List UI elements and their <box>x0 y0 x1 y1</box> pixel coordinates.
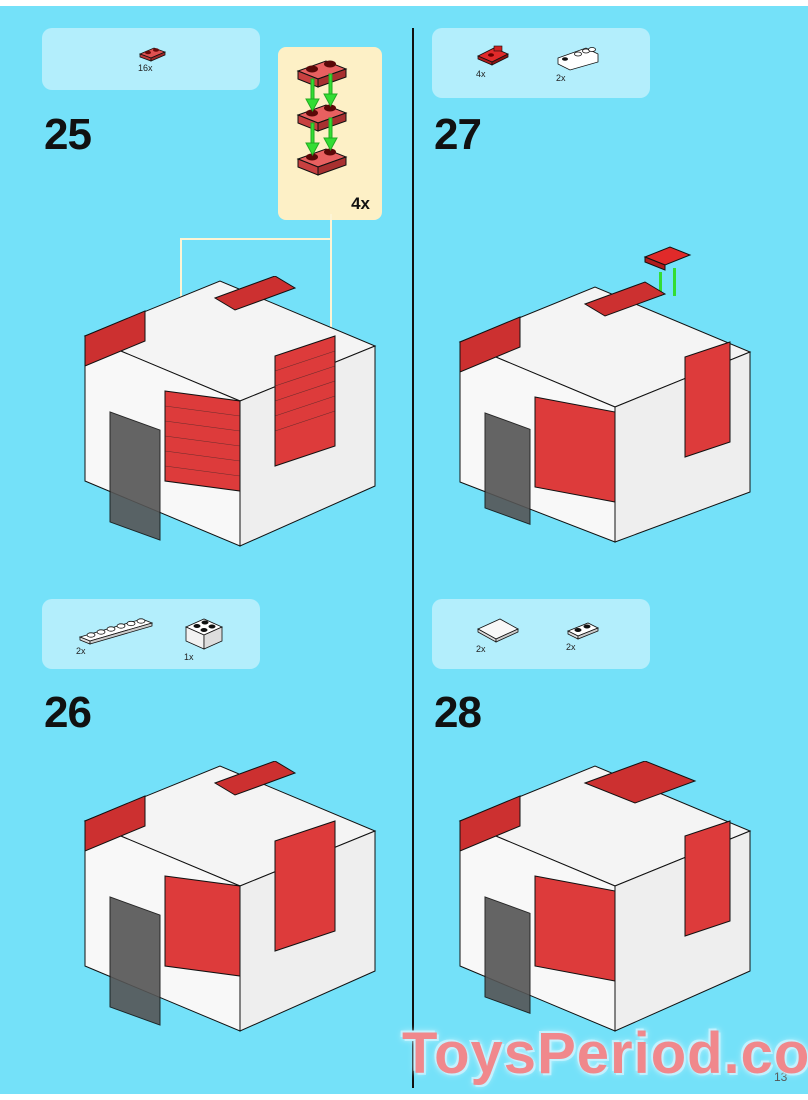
model-illustration-step-25 <box>83 276 377 547</box>
page-number: 13 <box>774 1070 788 1084</box>
white-plate-1x6-icon <box>78 618 154 645</box>
step-number: 28 <box>434 688 482 737</box>
part-quantity: 2x <box>566 642 576 652</box>
part-quantity: 2x <box>556 73 566 83</box>
white-brick-2x2-icon <box>185 618 223 650</box>
model-illustration-step-27 <box>458 246 752 543</box>
part-white-tile-2x2: 2x <box>476 617 520 654</box>
part-red-plate-2x2-with-clips: 4x <box>476 44 510 79</box>
part-white-slope-brick: 2x <box>556 46 600 83</box>
white-tile-2x2-icon <box>477 618 519 643</box>
part-quantity: 2x <box>476 644 486 654</box>
model-illustration-step-26 <box>83 761 377 1032</box>
part-quantity: 16x <box>138 63 153 73</box>
callout-line <box>330 214 332 332</box>
watermark-text: ToysPeriod.com <box>402 1021 808 1086</box>
instruction-page: 16x 25 4x <box>0 6 808 1094</box>
model-illustration-step-28 <box>458 761 752 1032</box>
callout-line <box>180 238 332 240</box>
subassembly-multiplier: 4x <box>351 194 370 213</box>
white-slope-brick-icon <box>557 47 599 71</box>
part-quantity: 2x <box>76 646 86 656</box>
part-white-plate-1x2: 2x <box>566 621 600 652</box>
white-plate-1x2-icon <box>567 622 599 640</box>
step-number: 25 <box>44 110 92 159</box>
parts-list-step-26: 2x 1x <box>42 599 260 669</box>
subassembly-callout: 4x <box>278 47 382 220</box>
part-quantity: 4x <box>476 69 486 79</box>
column-divider <box>412 28 414 1088</box>
part-white-plate-1x6: 2x <box>76 617 154 656</box>
red-plate-1x2-icon <box>138 47 166 62</box>
parts-list-step-28: 2x 2x <box>432 599 650 669</box>
step-number: 27 <box>434 110 482 159</box>
plate-stack-icon <box>296 60 348 176</box>
red-plate-with-clips-icon <box>477 45 509 66</box>
step-number: 26 <box>44 688 92 737</box>
parts-list-step-27: 4x 2x <box>432 28 650 98</box>
parts-list-step-25: 16x <box>42 28 260 90</box>
part-red-plate-1x2: 16x <box>138 44 166 73</box>
part-quantity: 1x <box>184 652 194 662</box>
part-white-brick-2x2: 1x <box>184 615 224 662</box>
